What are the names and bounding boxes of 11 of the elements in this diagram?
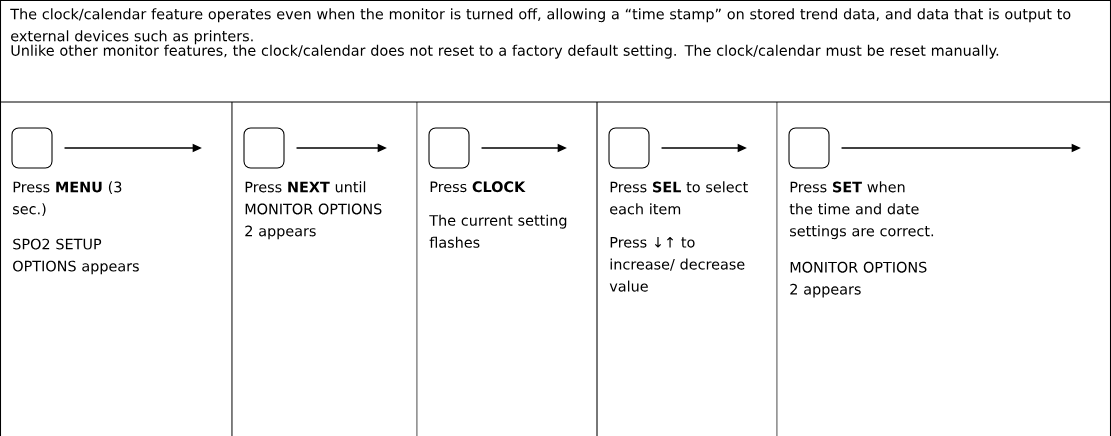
button-box xyxy=(243,127,285,169)
paragraph: The clock/calendar feature operates even when the monitor is turned off, allowing a “time stamp” on stored trend data, and data that is output to external devices such as printers. xyxy=(10,8,1071,45)
step-text: SPO2 SETUP OPTIONS appears xyxy=(13,238,139,275)
button-box xyxy=(428,127,470,169)
step-text: Press ↓↑ to increase/ decrease value xyxy=(609,236,745,292)
step-text: The current setting flashes xyxy=(429,214,567,248)
button-box xyxy=(11,127,53,169)
paragraph: Unlike other monitor features, the clock/calendar does not reset to a factory default setting. The clock/calendar must be reset manually. xyxy=(11,44,999,59)
button-box xyxy=(608,127,650,169)
step-text: MONITOR OPTIONS 2 appears xyxy=(790,261,927,298)
button-box xyxy=(788,127,830,169)
